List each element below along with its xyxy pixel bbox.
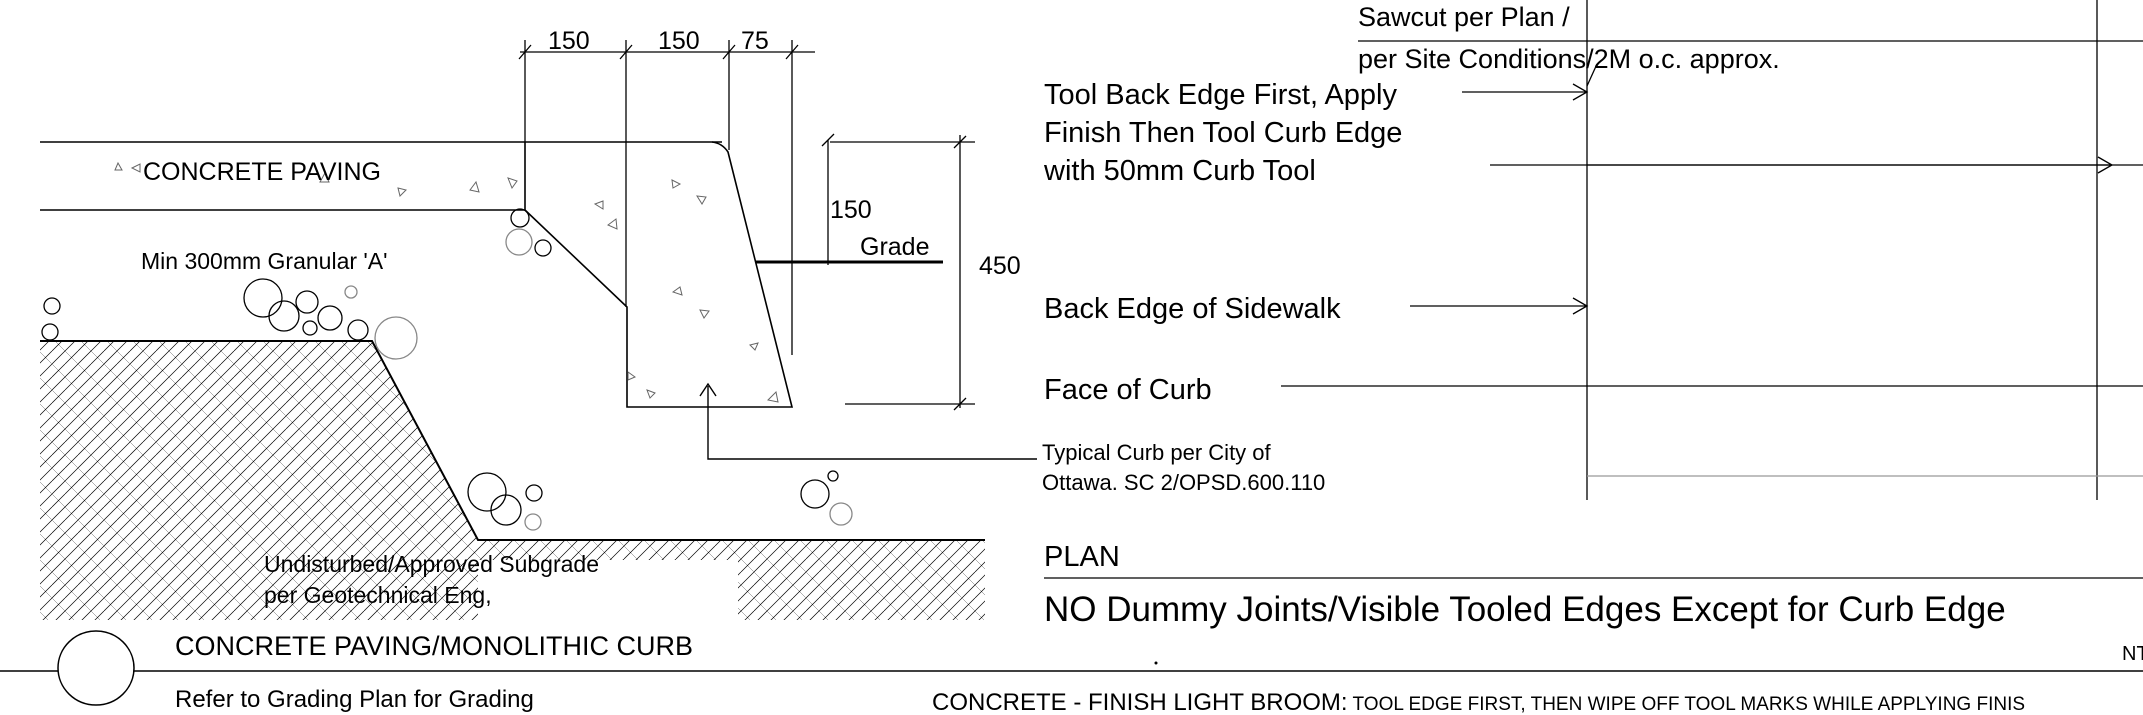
tool-note-3: with 50mm Curb Tool [1043,155,1316,187]
top-dimensions [518,40,815,355]
vertical-dimensions [821,133,975,411]
aggregate-marks [114,161,779,403]
granular-stones [41,208,853,531]
granular-label: Min 300mm Granular 'A' [141,248,388,274]
curb-note-1: Typical Curb per City of [1042,440,1272,465]
finish-note-main: CONCRETE - FINISH LIGHT BROOM: [932,689,1348,715]
finish-note: CONCRETE - FINISH LIGHT BROOM: TOOL EDGE… [932,689,2025,715]
arrow-back-edge [1410,297,1589,315]
earth-hatch [40,340,985,620]
dim-450: 450 [979,252,1021,280]
no-dummy-joints-note: NO Dummy Joints/Visible Tooled Edges Exc… [1044,590,2006,629]
dim-top-2: 150 [658,27,700,55]
sawcut-label-1: Sawcut per Plan / [1358,2,1570,32]
small-dot [1154,661,1158,665]
concrete-paving-label: CONCRETE PAVING [143,158,381,186]
finish-note-detail: TOOL EDGE FIRST, THEN WIPE OFF TOOL MARK… [1348,694,2025,715]
subgrade-label-2: per Geotechnical Eng, [264,582,492,608]
arrow-tool-back [1462,83,1589,101]
tool-note-2: Finish Then Tool Curb Edge [1044,117,1402,149]
detail-subtitle: Refer to Grading Plan for Grading [175,686,534,713]
face-of-curb-label: Face of Curb [1044,374,1212,406]
dim-top-1: 150 [548,27,590,55]
curb-note-2: Ottawa. SC 2/OPSD.600.110 [1042,470,1325,495]
curb-leader [699,382,1037,460]
plan-view [1281,0,2143,500]
dim-top-3: 75 [741,27,769,55]
back-edge-label: Back Edge of Sidewalk [1044,293,1341,325]
detail-title: CONCRETE PAVING/MONOLITHIC CURB [175,631,693,661]
sawcut-label-2: per Site Conditions/2M o.c. approx. [1358,44,1780,74]
detail-callout-circle [57,630,135,706]
arrow-sawcut [1586,63,1598,87]
tool-note-1: Tool Back Edge First, Apply [1044,79,1397,111]
subgrade-label-1: Undisturbed/Approved Subgrade [264,551,599,577]
curb-outline [524,141,794,408]
arrow-tool-curb [1490,156,2114,174]
dim-150: 150 [830,196,872,224]
grade-label: Grade [860,233,929,261]
subgrade-line [40,340,985,541]
plan-title: PLAN [1044,541,1120,573]
nts-label: NT [2122,643,2143,665]
